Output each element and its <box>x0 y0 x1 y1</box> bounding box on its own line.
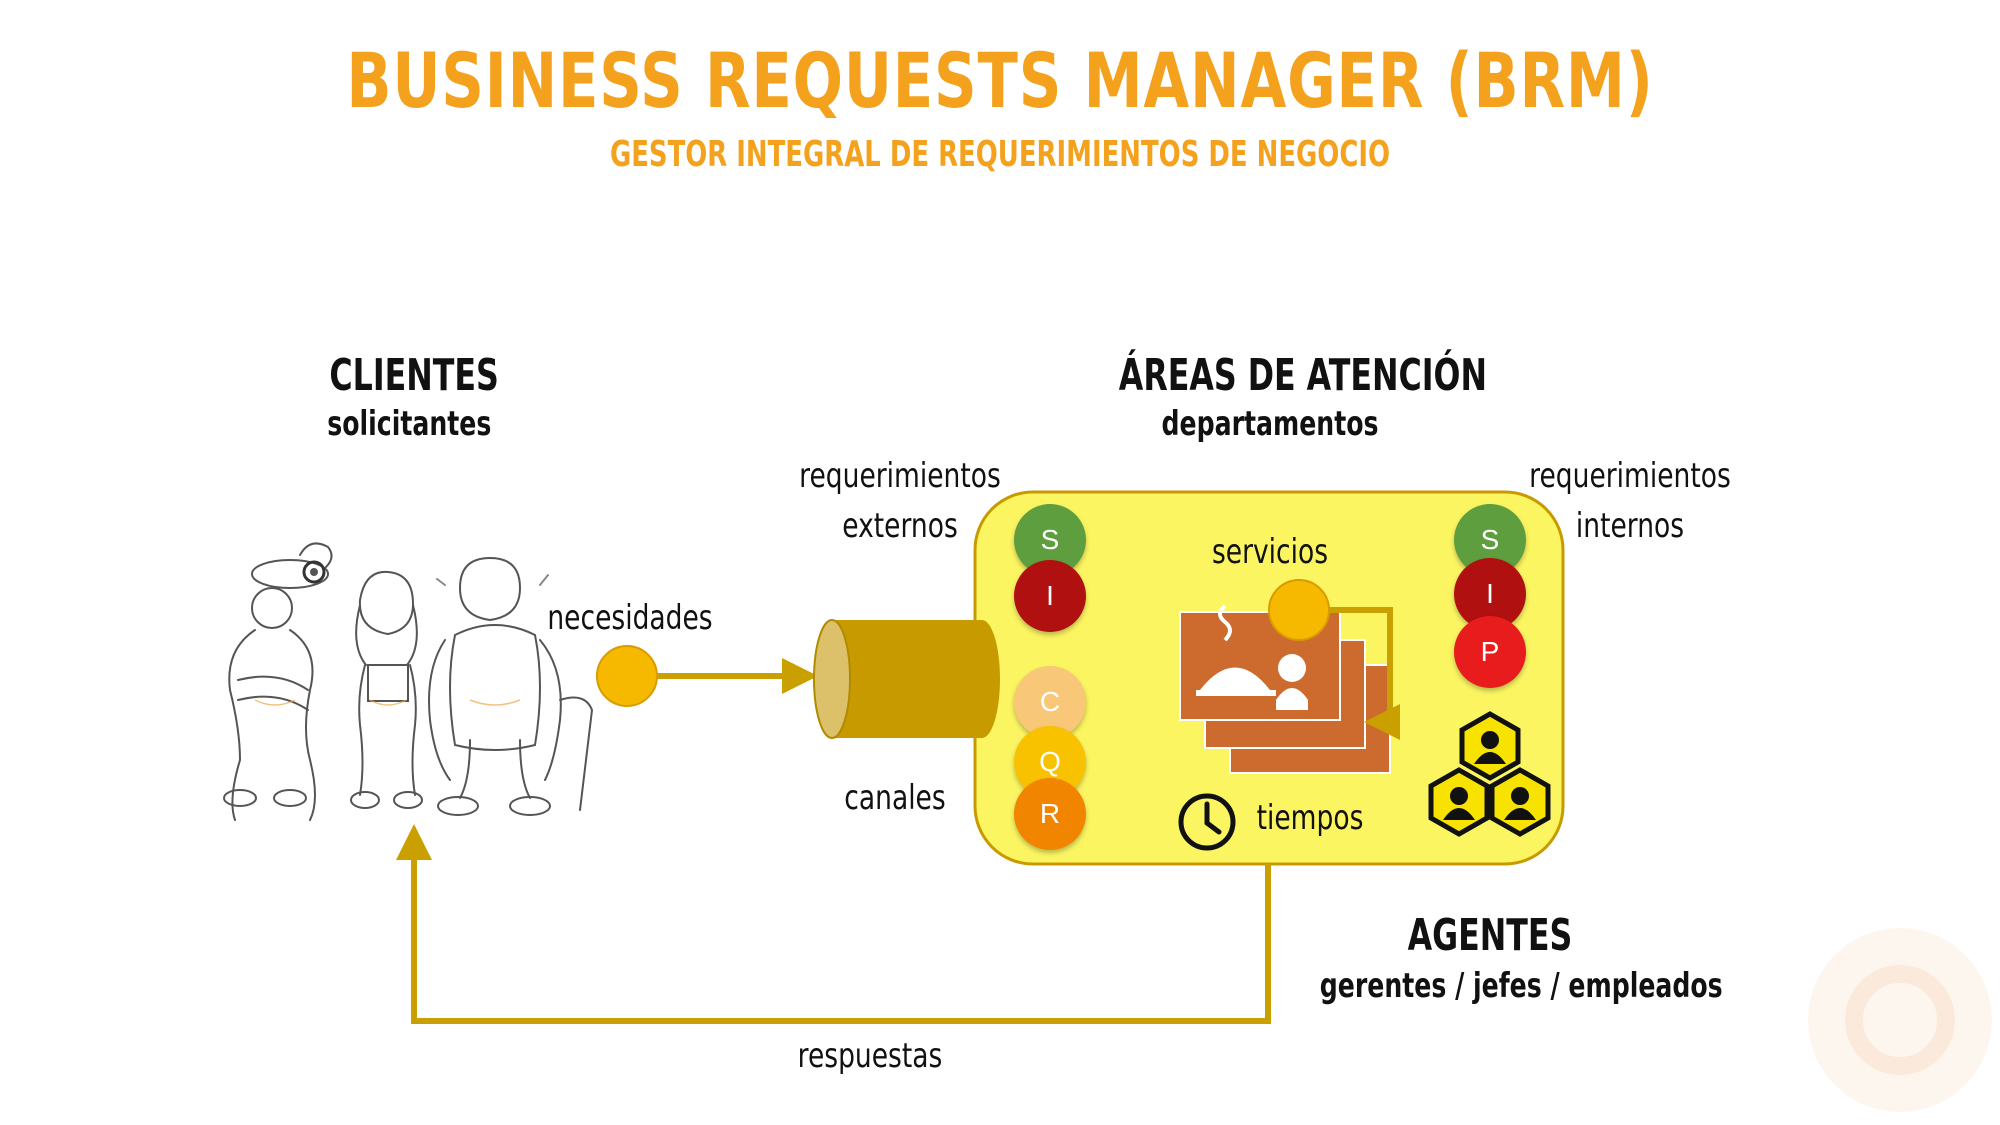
label-respuestas: respuestas <box>797 1036 943 1076</box>
int-ball-p: P <box>1454 616 1526 688</box>
services-node <box>1268 579 1330 641</box>
client-figures-sketch <box>223 542 594 821</box>
int-ball-s: S <box>1454 504 1526 576</box>
label-req-int-line1: requerimientos <box>1529 456 1731 496</box>
label-servicios: servicios <box>1211 532 1329 572</box>
responses-arrow <box>396 824 1271 1024</box>
clients-subtitle: solicitantes <box>327 404 492 444</box>
label-req-int-line2: internos <box>1575 506 1685 546</box>
clock-icon <box>1178 793 1236 851</box>
areas-subtitle: departamentos <box>1161 404 1379 444</box>
label-req-ext-line1: requerimientos <box>799 456 1001 496</box>
label-req-ext-line2: externos <box>842 506 958 546</box>
page-title: BUSINESS REQUESTS MANAGER (BRM) <box>346 36 1654 125</box>
hat-flower-icon <box>302 560 326 584</box>
client-figures-accents <box>254 699 521 706</box>
page-subtitle: GESTOR INTEGRAL DE REQUERIMIENTOS DE NEG… <box>609 134 1391 175</box>
clients-title: CLIENTES <box>329 350 499 401</box>
channel-cylinder <box>813 619 1000 739</box>
agents-subtitle: gerentes / jefes / empleados <box>1319 966 1723 1006</box>
label-tiempos: tiempos <box>1256 798 1364 838</box>
int-ball-i: I <box>1454 558 1526 630</box>
agents-title: AGENTES <box>1407 910 1573 961</box>
label-canales: canales <box>844 778 946 818</box>
ext-ball-i: I <box>1014 560 1086 632</box>
ext-ball-r: R <box>1014 778 1086 850</box>
label-necesidades: necesidades <box>547 598 713 638</box>
needs-node <box>596 645 658 707</box>
agents-hexagon-icon <box>1428 711 1551 837</box>
watermark-logo <box>1808 928 1992 1112</box>
services-loop-arrow <box>1329 607 1400 740</box>
